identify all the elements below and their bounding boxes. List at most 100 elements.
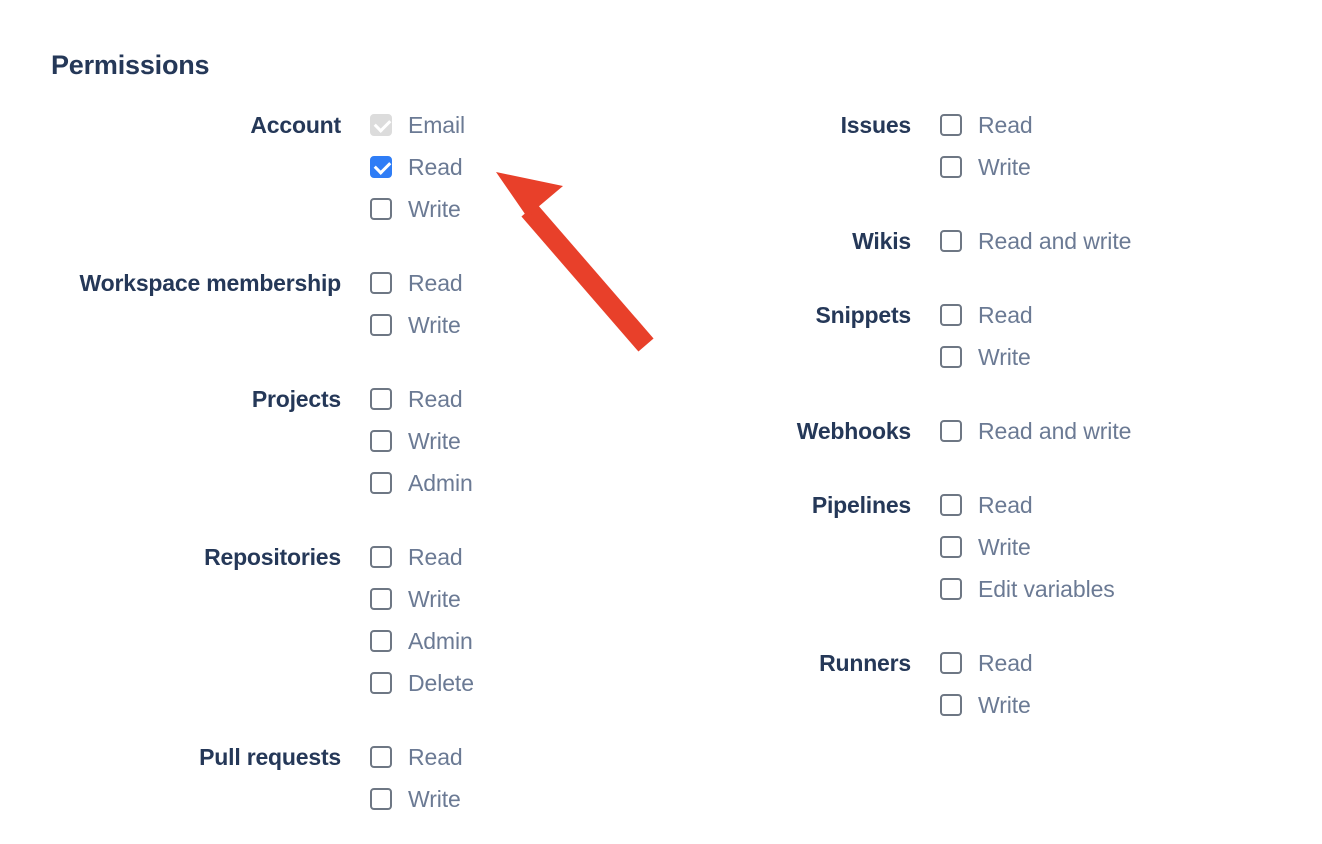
checkbox-label: Admin	[408, 469, 473, 496]
permission-option-row[interactable]: Read	[940, 104, 1131, 146]
checkbox-write[interactable]	[940, 536, 962, 558]
checkbox-email	[370, 114, 392, 136]
permission-option-row[interactable]: Write	[370, 578, 474, 620]
permission-option-row[interactable]: Read	[370, 378, 474, 420]
permission-group-label: Account	[250, 112, 341, 138]
checkbox-read-and-write[interactable]	[940, 230, 962, 252]
permission-option-row[interactable]: Read and write	[940, 220, 1131, 262]
checkbox-label: Email	[408, 111, 466, 138]
permission-option-row[interactable]: Read	[370, 536, 474, 578]
checkbox-label: Read	[978, 301, 1033, 328]
checkbox-write[interactable]	[370, 198, 392, 220]
checkbox-label: Write	[408, 195, 461, 222]
permission-option-row[interactable]: Read	[940, 294, 1131, 336]
checkbox-write[interactable]	[370, 788, 392, 810]
checkbox-write[interactable]	[370, 314, 392, 336]
permission-group-label: Workspace membership	[79, 270, 342, 296]
checkbox-label: Write	[978, 343, 1031, 370]
checkbox-delete[interactable]	[370, 672, 392, 694]
permission-option-row[interactable]: Read	[940, 484, 1131, 526]
permission-group-label: Snippets	[815, 302, 911, 328]
checkbox-read[interactable]	[940, 304, 962, 326]
checkbox-label: Write	[408, 427, 461, 454]
checkbox-read[interactable]	[370, 746, 392, 768]
checkbox-label: Edit variables	[978, 575, 1115, 602]
permission-option-row[interactable]: Read and write	[940, 410, 1131, 452]
permission-option-row[interactable]: Edit variables	[940, 568, 1131, 610]
checkbox-label: Read	[408, 269, 463, 296]
permission-option-row[interactable]: Read	[940, 642, 1131, 684]
checkbox-read[interactable]	[370, 388, 392, 410]
permission-group: Webhooks Read and write	[600, 410, 1132, 452]
permission-option-list: Read and write	[940, 220, 1131, 262]
checkbox-admin[interactable]	[370, 630, 392, 652]
permission-option-row[interactable]: Read	[370, 146, 474, 188]
permission-option-row[interactable]: Write	[940, 146, 1131, 188]
permission-option-row[interactable]: Read	[370, 262, 474, 304]
checkbox-label: Write	[408, 585, 461, 612]
checkbox-read[interactable]	[940, 114, 962, 136]
checkbox-read-and-write[interactable]	[940, 420, 962, 442]
checkbox-read[interactable]	[940, 652, 962, 674]
checkbox-label: Read and write	[978, 417, 1132, 444]
permission-group-label: Pipelines	[811, 492, 911, 518]
permission-group-label: Repositories	[204, 544, 341, 570]
checkbox-label: Delete	[408, 669, 474, 696]
checkbox-label: Read	[408, 153, 463, 180]
checkbox-read[interactable]	[370, 546, 392, 568]
checkmark-icon	[373, 157, 392, 175]
permission-option-row[interactable]: Write	[370, 188, 474, 230]
permission-group-label: Runners	[819, 650, 911, 676]
checkbox-label: Read	[408, 543, 463, 570]
checkbox-label: Write	[978, 533, 1031, 560]
permission-option-row[interactable]: Read	[370, 736, 474, 778]
checkbox-write[interactable]	[940, 346, 962, 368]
checkbox-admin[interactable]	[370, 472, 392, 494]
checkbox-label: Read	[408, 385, 463, 412]
permission-option-row[interactable]: Write	[370, 420, 474, 462]
checkbox-write[interactable]	[370, 430, 392, 452]
checkbox-label: Write	[408, 785, 461, 812]
permission-option-row[interactable]: Write	[370, 304, 474, 346]
permission-group-label: Issues	[840, 112, 912, 138]
permission-option-row[interactable]: Admin	[370, 462, 474, 504]
checkbox-write[interactable]	[940, 156, 962, 178]
permission-option-row[interactable]: Write	[370, 778, 474, 820]
checkbox-write[interactable]	[940, 694, 962, 716]
checkbox-write[interactable]	[370, 588, 392, 610]
arrow-head	[496, 172, 563, 243]
checkbox-label: Write	[978, 153, 1031, 180]
permission-group-label: Projects	[251, 386, 341, 412]
checkbox-read[interactable]	[370, 272, 392, 294]
permission-option-row[interactable]: Admin	[370, 620, 474, 662]
permission-option-row[interactable]: Email	[370, 104, 474, 146]
checkbox-label: Write	[408, 311, 461, 338]
permission-option-row[interactable]: Delete	[370, 662, 474, 704]
permission-group-label: Pull requests	[199, 744, 341, 770]
checkbox-label: Read	[978, 491, 1033, 518]
permission-option-row[interactable]: Write	[940, 336, 1131, 378]
permission-option-row[interactable]: Write	[940, 526, 1131, 568]
checkbox-read[interactable]	[940, 494, 962, 516]
permission-group-label: Webhooks	[796, 418, 911, 444]
checkbox-read[interactable]	[370, 156, 392, 178]
checkbox-edit-variables[interactable]	[940, 578, 962, 600]
permission-option-row[interactable]: Write	[940, 684, 1131, 726]
